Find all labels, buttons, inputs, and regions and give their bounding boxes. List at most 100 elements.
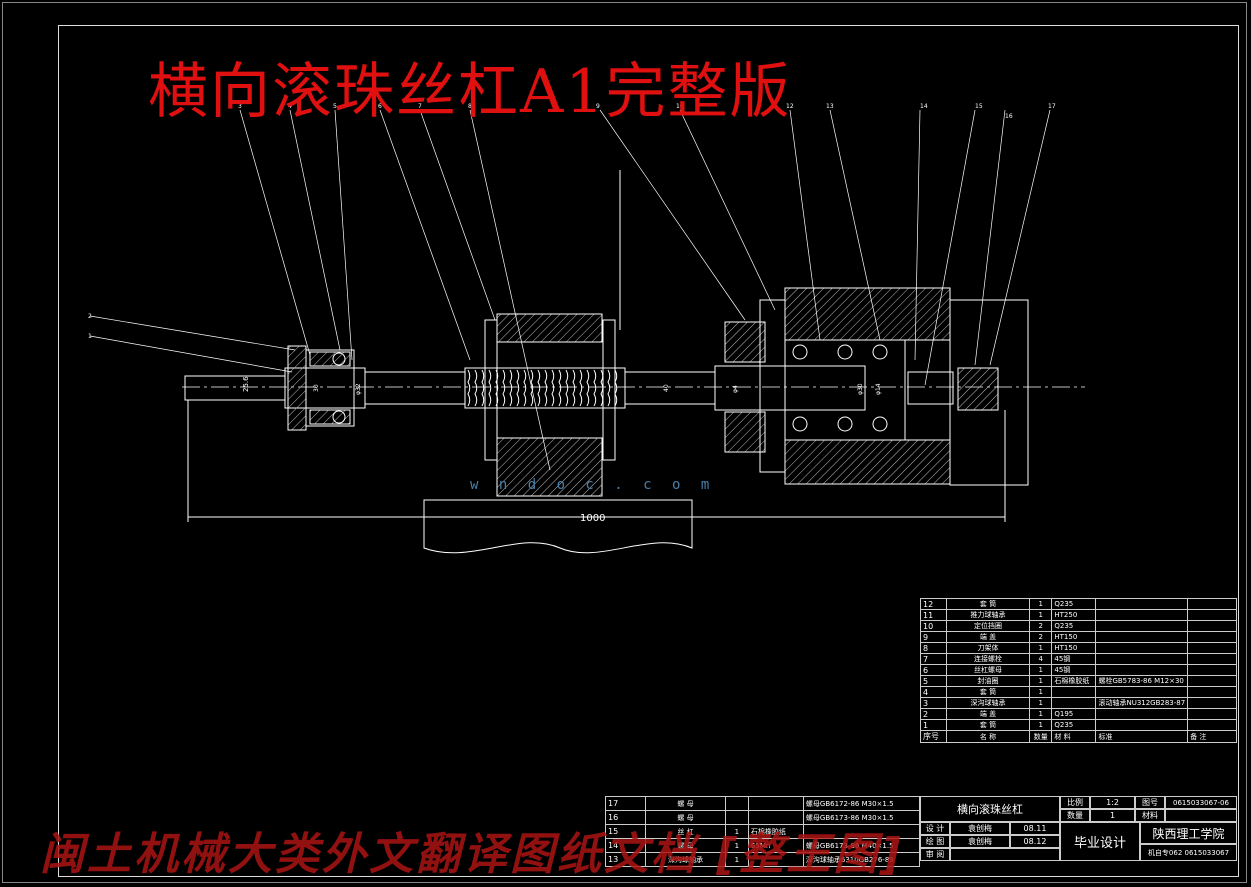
table-cell-std <box>1095 686 1189 698</box>
table-cell-qty: 2 <box>1029 631 1053 643</box>
table-cell-no: 13 <box>604 852 647 867</box>
leader-number: 1 <box>88 333 92 340</box>
dim-a: 30 <box>313 384 320 392</box>
table-row: 序号名 称数量材 料标准备 注 <box>920 730 1237 743</box>
screw-thread-turn <box>502 369 506 407</box>
ball-screw <box>464 367 626 409</box>
table-cell-name: 名 称 <box>945 730 1031 743</box>
table-cell-rem <box>1187 609 1237 621</box>
draw-date: 08.12 <box>1010 835 1060 848</box>
screw-thread-turn <box>495 369 499 407</box>
leader-number: 5 <box>333 103 337 110</box>
screw-thread-turn <box>488 369 492 407</box>
table-cell-name: 深沟球轴承 <box>945 697 1031 709</box>
table-cell-mat <box>1051 686 1097 698</box>
screw-thread-turn <box>474 369 478 407</box>
screw-thread-turn <box>565 369 569 407</box>
screw-thread-turn <box>572 369 576 407</box>
qty-label: 数量 <box>1060 809 1090 822</box>
table-cell-std <box>1095 620 1189 632</box>
screw-thread-turn <box>544 369 548 407</box>
screw-thread-turn <box>523 369 527 407</box>
table-cell-mat: Q195 <box>1051 708 1097 720</box>
table-cell-mat: Q235 <box>1051 620 1097 632</box>
leader-number: 6 <box>378 103 382 110</box>
table-cell-mat <box>1051 697 1097 709</box>
review-value <box>950 848 1060 861</box>
draw-name: 袁创梅 <box>950 835 1010 848</box>
table-cell-rem <box>1187 708 1237 720</box>
drawing-no-label: 图号 <box>1135 796 1165 809</box>
table-cell-qty: 1 <box>1029 675 1053 687</box>
table-cell-std <box>1095 664 1189 676</box>
project-type: 毕业设计 <box>1060 822 1140 861</box>
table-cell-mat: HT150 <box>1051 642 1097 654</box>
table-cell-qty: 4 <box>1029 653 1053 665</box>
table-cell-name: 连接螺栓 <box>945 653 1031 665</box>
table-cell-std: 深沟球轴承6310GB276-89 <box>802 852 921 867</box>
bearing-housing-right <box>784 287 951 341</box>
table-cell-mat: 石棉橡胶纸 <box>1051 675 1097 687</box>
table-cell-qty: 1 <box>1029 609 1053 621</box>
table-cell-mat: HT250 <box>1051 609 1097 621</box>
table-cell-name: 推力球轴承 <box>945 609 1031 621</box>
break-symbol <box>423 499 693 554</box>
table-cell-mat: 45钢 <box>1051 653 1097 665</box>
table-cell-std: 螺栓GB5783-86 M12×30 <box>1095 675 1189 687</box>
screw-thread-turn <box>516 369 520 407</box>
table-cell-rem <box>1187 675 1237 687</box>
table-cell-qty: 1 <box>1029 697 1053 709</box>
screw-thread-turn <box>593 369 597 407</box>
table-cell-rem <box>1187 642 1237 654</box>
table-cell-rem <box>1187 631 1237 643</box>
table-cell-name: 套 筒 <box>945 598 1031 610</box>
table-cell-no: 7 <box>920 653 947 665</box>
screw-thread-turn <box>600 369 604 407</box>
leader-number: 12 <box>786 103 794 110</box>
draw-label: 绘 图 <box>920 835 950 848</box>
table-cell-rem <box>1187 697 1237 709</box>
table-cell-mat: 材 料 <box>1051 730 1097 743</box>
table-cell-no: 8 <box>920 642 947 654</box>
table-cell-no: 序号 <box>920 730 947 743</box>
dim-overall: 1000 <box>580 513 605 524</box>
table-cell-std <box>1095 631 1189 643</box>
table-cell-name: 刀架体 <box>945 642 1031 654</box>
table-cell-qty: 1 <box>1029 664 1053 676</box>
table-cell-qty: 数量 <box>1029 730 1053 743</box>
drawing-border <box>58 25 1239 877</box>
table-cell-std <box>1095 708 1189 720</box>
table-cell-rem <box>1187 653 1237 665</box>
table-cell-name: 套 筒 <box>945 686 1031 698</box>
table-cell-std: 螺母GB6172-86 M30×1.5 <box>802 796 921 811</box>
screw-thread-turn <box>537 369 541 407</box>
table-cell-std <box>1095 609 1189 621</box>
table-cell-std <box>1095 642 1189 654</box>
drawing-name: 横向滚珠丝杠 <box>920 796 1060 822</box>
table-cell-rem <box>1187 686 1237 698</box>
end-nut <box>957 367 999 411</box>
shaft-main <box>364 371 466 405</box>
table-cell-no: 3 <box>920 697 947 709</box>
table-cell-qty: 1 <box>724 852 749 867</box>
dim-left: 25.6 <box>242 376 250 392</box>
left-bearing-housing <box>305 349 355 427</box>
screw-thread-turn <box>509 369 513 407</box>
table-cell-no: 9 <box>920 631 947 643</box>
leader-number: 2 <box>88 313 92 320</box>
screw-thread-turn <box>586 369 590 407</box>
qty-value: 1 <box>1090 809 1135 822</box>
table-cell-std <box>1095 598 1189 610</box>
dim-d: φ30 <box>857 383 864 395</box>
dim-c: φ4 <box>732 385 739 393</box>
table-cell-mat: Q235 <box>1051 719 1097 731</box>
table-cell-qty <box>724 796 749 811</box>
leader-number: 8 <box>468 103 472 110</box>
design-name: 袁创梅 <box>950 822 1010 835</box>
leader-number: 9 <box>596 103 600 110</box>
